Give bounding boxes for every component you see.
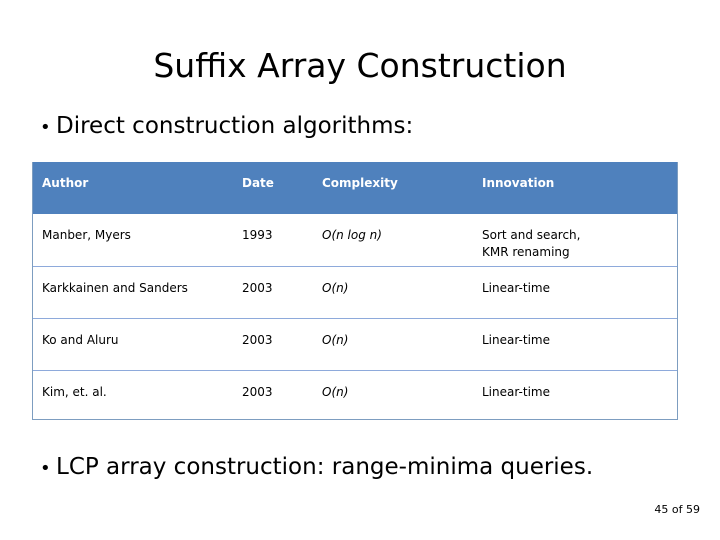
table-header-row: Author Date Complexity Innovation <box>32 162 678 214</box>
cell-author: Karkkainen and Sanders <box>32 265 232 318</box>
cell-complexity: O(n) <box>312 317 472 370</box>
cell-innovation: Linear-time <box>472 369 678 420</box>
bullet-direct-construction: • Direct construction algorithms: <box>40 111 413 143</box>
cell-innovation-line2: KMR renaming <box>482 245 570 259</box>
page-number: 45 of 59 <box>654 503 700 516</box>
table-row: Ko and Aluru 2003 O(n) Linear-time <box>32 317 678 370</box>
bullet-lcp-array: • LCP array construction: range-minima q… <box>40 452 593 484</box>
cell-innovation-line1: Sort and search, <box>482 228 581 242</box>
cell-innovation-line1: Linear-time <box>482 280 550 295</box>
bullet-marker-icon: • <box>40 117 51 138</box>
table-row: Kim, et. al. 2003 O(n) Linear-time <box>32 369 678 420</box>
cell-innovation: Sort and search, KMR renaming <box>472 214 678 266</box>
cell-complexity: O(n) <box>312 265 472 318</box>
bullet-marker-icon: • <box>40 458 51 479</box>
cell-innovation-line1: Linear-time <box>482 384 550 399</box>
cell-author: Manber, Myers <box>32 214 232 266</box>
column-header-innovation: Innovation <box>472 162 678 214</box>
cell-date: 1993 <box>232 214 312 266</box>
cell-author: Kim, et. al. <box>32 369 232 420</box>
algorithms-table: Author Date Complexity Innovation Manber… <box>32 162 678 420</box>
cell-date: 2003 <box>232 317 312 370</box>
column-header-complexity: Complexity <box>312 162 472 214</box>
cell-author: Ko and Aluru <box>32 317 232 370</box>
table-row: Karkkainen and Sanders 2003 O(n) Linear-… <box>32 265 678 318</box>
cell-date: 2003 <box>232 369 312 420</box>
cell-innovation: Linear-time <box>472 265 678 318</box>
cell-date: 2003 <box>232 265 312 318</box>
column-header-author: Author <box>32 162 232 214</box>
cell-complexity: O(n log n) <box>312 214 472 266</box>
column-header-date: Date <box>232 162 312 214</box>
bullet-text-bottom: LCP array construction: range-minima que… <box>56 454 594 480</box>
bullet-text-top: Direct construction algorithms: <box>56 113 414 139</box>
cell-innovation: Linear-time <box>472 317 678 370</box>
cell-innovation-line1: Linear-time <box>482 332 550 347</box>
cell-complexity: O(n) <box>312 369 472 420</box>
table-row: Manber, Myers 1993 O(n log n) Sort and s… <box>32 214 678 266</box>
page-title: Suffix Array Construction <box>153 46 567 85</box>
